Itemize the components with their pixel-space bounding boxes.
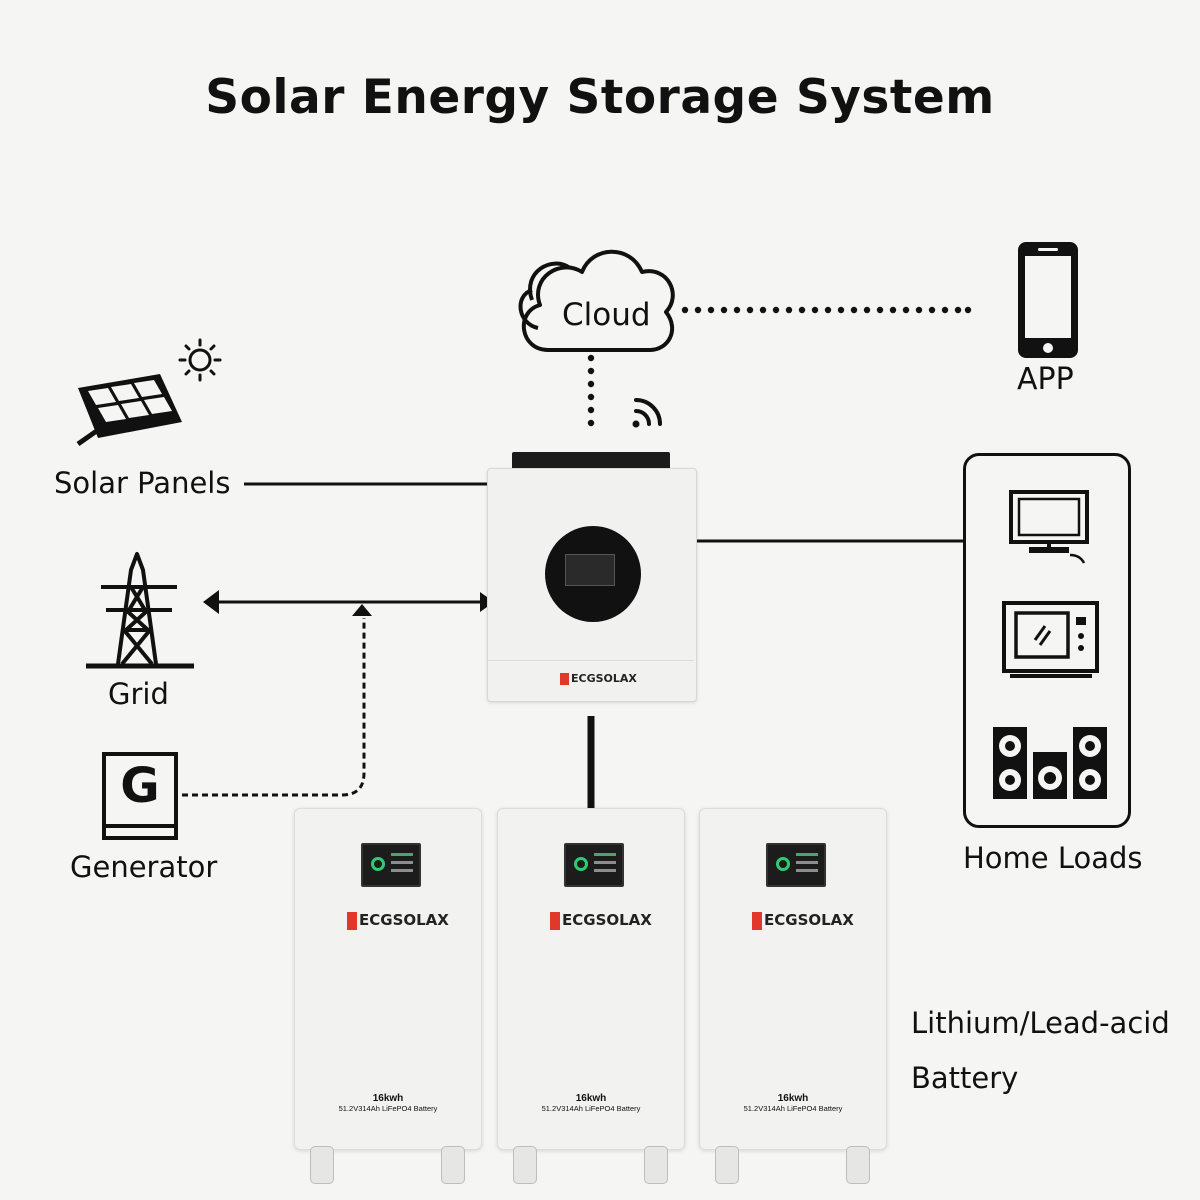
inverter-brand: ECGSOLAX	[560, 672, 637, 685]
battery-screen	[361, 843, 421, 887]
battery-wheel	[644, 1146, 668, 1184]
battery-unit: ECGSOLAX 16kwh 51.2V314Ah LiFePO4 Batter…	[497, 808, 685, 1150]
generator-label: Generator	[70, 850, 218, 884]
battery-wheel	[715, 1146, 739, 1184]
battery-capacity: 16kwh	[372, 1093, 404, 1104]
speakers-icon	[993, 727, 1107, 799]
battery-wheel	[513, 1146, 537, 1184]
page-title: Solar Energy Storage System	[205, 70, 995, 125]
battery-capacity: 16kwh	[575, 1093, 607, 1104]
inverter-mount-bracket	[512, 452, 670, 472]
generator-symbol: G	[120, 758, 160, 814]
battery-screen	[564, 843, 624, 887]
battery-wheel	[441, 1146, 465, 1184]
generator-icon	[102, 752, 178, 840]
app-label: APP	[1017, 362, 1074, 397]
home-loads-panel	[963, 453, 1131, 828]
battery-spec: 51.2V314Ah LiFePO4 Battery	[338, 1104, 438, 1113]
brand-logo-icon	[752, 911, 762, 930]
power-tower-icon	[86, 552, 194, 669]
battery-unit: ECGSOLAX 16kwh 51.2V314Ah LiFePO4 Batter…	[699, 808, 887, 1150]
smartphone-icon	[1018, 242, 1078, 358]
battery-brand: ECGSOLAX	[347, 911, 449, 930]
battery-brand: ECGSOLAX	[550, 911, 652, 930]
battery-spec: 51.2V314Ah LiFePO4 Battery	[743, 1104, 843, 1113]
generator-dashed-link	[182, 618, 366, 797]
cloud-label: Cloud	[562, 297, 651, 333]
brand-logo-icon	[347, 911, 357, 930]
solar-panels-label: Solar Panels	[54, 466, 231, 500]
cloud-icon	[518, 249, 675, 352]
battery-unit: ECGSOLAX 16kwh 51.2V314Ah LiFePO4 Batter…	[294, 808, 482, 1150]
microwave-icon	[1002, 601, 1099, 678]
grid-arrow-left	[203, 590, 219, 614]
battery-wheel	[310, 1146, 334, 1184]
generator-junction-arrow	[352, 604, 372, 616]
inverter-panel-divider	[488, 660, 694, 661]
inverter-screen	[565, 554, 615, 586]
battery-type-label-line2: Battery	[911, 1061, 1019, 1095]
grid-label: Grid	[108, 677, 169, 711]
battery-capacity: 16kwh	[777, 1093, 809, 1104]
battery-type-label-line1: Lithium/Lead-acid	[911, 1006, 1170, 1040]
home-loads-label: Home Loads	[963, 841, 1143, 875]
battery-spec: 51.2V314Ah LiFePO4 Battery	[541, 1104, 641, 1113]
sun-icon	[178, 338, 222, 382]
battery-wheel	[846, 1146, 870, 1184]
battery-brand: ECGSOLAX	[752, 911, 854, 930]
cloud-app-dotted-link	[681, 306, 972, 314]
battery-screen	[766, 843, 826, 887]
cloud-inverter-dotted-link	[587, 354, 595, 427]
tv-icon	[1009, 490, 1089, 564]
solar-panel-icon	[76, 374, 182, 447]
wifi-icon	[632, 398, 662, 428]
brand-logo-icon	[560, 673, 569, 685]
brand-logo-icon	[550, 911, 560, 930]
